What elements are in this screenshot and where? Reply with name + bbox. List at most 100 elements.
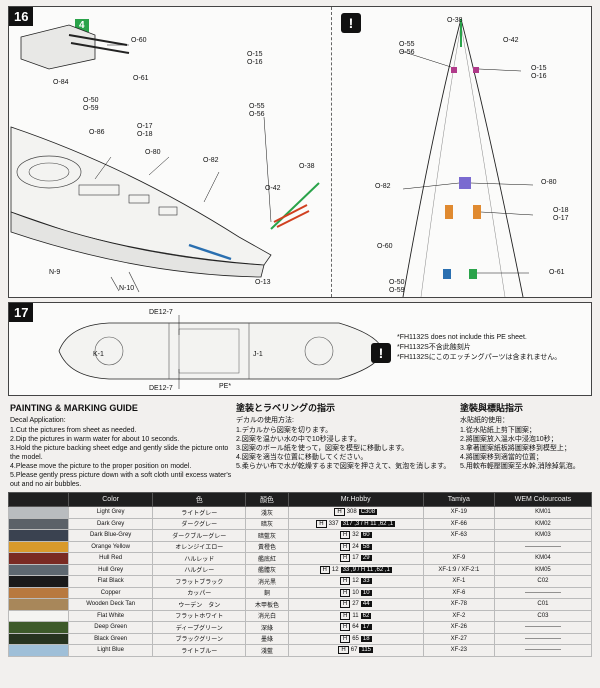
wem-code: C01 bbox=[493, 598, 593, 611]
guide-step: 1.Cut the pictures from sheet as needed. bbox=[10, 427, 137, 434]
color-name-jp: ハルレッド bbox=[152, 552, 247, 565]
tamiya-code: XF-6 bbox=[422, 586, 495, 599]
hobby-prefix: H bbox=[319, 565, 330, 574]
guide-step: 1.デカルから図案を切ります。 bbox=[236, 427, 333, 434]
hobby-code: 337 bbox=[328, 520, 339, 527]
swatch-cell bbox=[8, 540, 69, 553]
hobby-prefix: H bbox=[334, 508, 345, 517]
tamiya-code: XF-23 bbox=[422, 644, 495, 657]
hobby-code-alt: 29 bbox=[360, 555, 372, 562]
color-name-cn: 暗藍灰 bbox=[245, 529, 289, 542]
hobby-prefix: H bbox=[339, 531, 351, 540]
pe-note-cn: *FH1132S不含此蝕刻片 bbox=[397, 344, 471, 351]
color-name: Copper bbox=[67, 586, 154, 599]
guide-step: 4.將圖案移到適當的位置； bbox=[460, 454, 543, 461]
callout-r-o55: O-55 bbox=[399, 41, 415, 48]
hobby-code: 64 bbox=[352, 624, 359, 631]
wem-code: —————— bbox=[493, 644, 593, 657]
callout-o17: O-17 bbox=[137, 123, 153, 130]
hobby-code-alt: 58 bbox=[360, 543, 372, 550]
guide-step: 2.Dip the pictures in warm water for abo… bbox=[10, 436, 180, 443]
color-name-cn: 消光白 bbox=[245, 609, 289, 622]
label-de12-7-top: DE12-7 bbox=[149, 309, 173, 316]
hobby-code-alt: 317 ,3 / H 11 ,62 ,1 bbox=[340, 520, 396, 527]
guide-step: 1.從水貼紙上剪下圖案； bbox=[460, 427, 536, 434]
color-name-jp: ハルグレー bbox=[152, 563, 247, 576]
wem-code: KM02 bbox=[493, 517, 593, 530]
header-cn: 顏色 bbox=[245, 492, 289, 507]
hobby-code: 11 bbox=[352, 612, 359, 619]
callout-r-o38: O-38 bbox=[447, 17, 463, 24]
guide-step: 5.柔らかい布で水が乾燥するまで図案を押さえて、気泡を消します。 bbox=[236, 463, 451, 470]
callout-o56: O-56 bbox=[249, 111, 265, 118]
tamiya-code: XF-27 bbox=[422, 632, 495, 645]
hobby-code-alt: 33 bbox=[360, 578, 372, 585]
callout-o86: O-86 bbox=[89, 129, 105, 136]
instruction-page: 16 4 bbox=[8, 6, 593, 682]
tamiya-code bbox=[422, 540, 495, 553]
callout-r-o18: O-18 bbox=[553, 207, 569, 214]
swatch-cell bbox=[8, 621, 69, 634]
swatch-cell bbox=[8, 506, 69, 519]
color-name-cn: 暗灰 bbox=[245, 517, 289, 530]
callout-r-o80: O-80 bbox=[541, 179, 557, 186]
wem-code: KM01 bbox=[493, 506, 593, 519]
color-name-cn: 墨綠 bbox=[245, 632, 289, 645]
pe-note-jp: *FH1132Sにこのエッチングパーツは含まれません。 bbox=[397, 354, 562, 361]
deck-plan-drawing bbox=[58, 315, 384, 389]
swatch-cell bbox=[8, 552, 69, 565]
color-name: Black Green bbox=[67, 632, 154, 645]
color-name: Light Blue bbox=[67, 644, 154, 657]
wem-code: —————— bbox=[493, 621, 593, 634]
swatch-cell bbox=[8, 517, 69, 530]
hobby-prefix: H bbox=[339, 588, 351, 597]
hobby-code-alt: 62 bbox=[360, 612, 372, 619]
color-table: Color 色 顏色 Mr.Hobby Tamiya WEM Colourcoa… bbox=[8, 492, 593, 657]
guide-title: 塗裝與標貼指示 bbox=[460, 403, 524, 413]
swatch-cell bbox=[8, 632, 69, 645]
tamiya-code: XF-63 bbox=[422, 529, 495, 542]
color-name-jp: オレンジイエロー bbox=[152, 540, 247, 553]
wem-code: C02 bbox=[493, 575, 593, 588]
callout-o42: O-42 bbox=[265, 185, 281, 192]
label-j1: J-1 bbox=[253, 351, 263, 358]
swatch-cell bbox=[8, 529, 69, 542]
swatch-cell bbox=[8, 586, 69, 599]
wem-code: C03 bbox=[493, 609, 593, 622]
swatch-cell bbox=[8, 644, 69, 657]
callout-r-o60: O-60 bbox=[377, 243, 393, 250]
pe-note: *FH1132S does not include this PE sheet.… bbox=[397, 333, 561, 363]
hobby-prefix: H bbox=[316, 519, 327, 528]
hobby-prefix: H bbox=[339, 600, 351, 609]
hobby-code: 65 bbox=[352, 635, 359, 642]
label-k1: K-1 bbox=[93, 351, 104, 358]
color-name: Dark Blue-Grey bbox=[67, 529, 154, 542]
swatch-cell bbox=[8, 598, 69, 611]
callout-o84: O-84 bbox=[53, 79, 69, 86]
swatch-cell bbox=[8, 609, 69, 622]
color-name: Wooden Deck Tan bbox=[67, 598, 154, 611]
hobby-code: 12 bbox=[331, 566, 339, 573]
label-de12-7-bottom: DE12-7 bbox=[149, 385, 173, 392]
tamiya-code: XF-78 bbox=[422, 598, 495, 611]
guide-step: 3.拿著圖案紙板將圖案移到模型上； bbox=[460, 445, 571, 452]
hobby-code: 17 bbox=[352, 555, 359, 562]
callout-o61: O-61 bbox=[133, 75, 149, 82]
callout-o80: O-80 bbox=[145, 149, 161, 156]
